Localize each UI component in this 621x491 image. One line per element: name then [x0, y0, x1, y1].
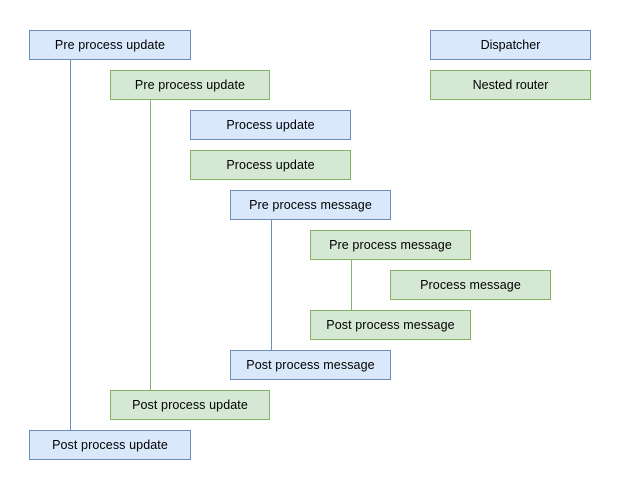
process-node[interactable]: Post process update — [29, 430, 191, 460]
process-node[interactable]: Pre process message — [230, 190, 391, 220]
process-node[interactable]: Pre process update — [110, 70, 270, 100]
process-node[interactable]: Process update — [190, 110, 351, 140]
connector-line-dispatcher — [271, 220, 272, 350]
connector-line-dispatcher — [70, 60, 71, 430]
legend-item-router: Nested router — [430, 70, 591, 100]
connector-line-router — [351, 260, 352, 310]
process-node[interactable]: Post process message — [230, 350, 391, 380]
process-node[interactable]: Post process message — [310, 310, 471, 340]
legend-item-dispatcher: Dispatcher — [430, 30, 591, 60]
process-node[interactable]: Pre process update — [29, 30, 191, 60]
connector-line-router — [150, 100, 151, 390]
process-node[interactable]: Pre process message — [310, 230, 471, 260]
process-node[interactable]: Post process update — [110, 390, 270, 420]
process-node[interactable]: Process message — [390, 270, 551, 300]
process-node[interactable]: Process update — [190, 150, 351, 180]
